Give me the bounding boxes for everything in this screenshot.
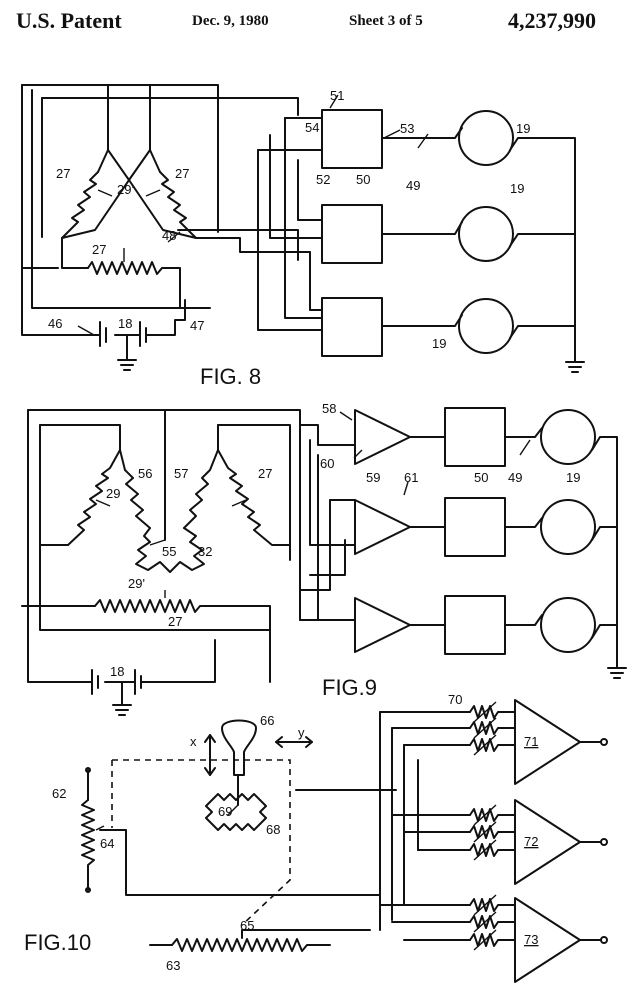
fig9-label-60: 60 — [320, 456, 334, 471]
fig8-label-29prime: 29' — [117, 182, 134, 197]
patent-office-label: U.S. Patent — [16, 8, 122, 33]
fig9-label-55: 55 — [162, 544, 176, 559]
fig10-label-62: 62 — [52, 786, 66, 801]
fig10-label-71: 71 — [524, 734, 538, 749]
fig10-label-66: 66 — [260, 713, 274, 728]
fig8-label-49: 49 — [406, 178, 420, 193]
fig8-label-48: 48 — [162, 228, 176, 243]
fig10-label-64: 64 — [100, 836, 114, 851]
fig10-label-65: 65 — [240, 918, 254, 933]
fig8-title: FIG. 8 — [200, 364, 261, 389]
fig10-label-x: x — [190, 734, 197, 749]
fig9-label-59: 59 — [366, 470, 380, 485]
fig8-label-47: 47 — [190, 318, 204, 333]
fig8-label-52: 52 — [316, 172, 330, 187]
fig10-label-70: 70 — [448, 692, 462, 707]
fig9-label-18: 18 — [110, 664, 124, 679]
fig10-label-68: 68 — [266, 822, 280, 837]
fig8-label-54: 54 — [305, 120, 319, 135]
patent-date: Dec. 9, 1980 — [192, 13, 269, 29]
fig9-label-50: 50 — [474, 470, 488, 485]
fig9-label-27a: 27 — [258, 466, 272, 481]
fig9-label-61: 61 — [404, 470, 418, 485]
fig8-label-18: 18 — [118, 316, 132, 331]
fig9-label-32: 32 — [198, 544, 212, 559]
fig8-label-51: 51 — [330, 88, 344, 103]
sheet-number: Sheet 3 of 5 — [349, 13, 423, 29]
fig8-label-19a: 19 — [516, 121, 530, 136]
fig8-label-53: 53 — [400, 121, 414, 136]
fig8-label-19b: 19 — [510, 181, 524, 196]
fig9-label-29: 29 — [106, 486, 120, 501]
fig10-title: FIG.10 — [24, 930, 91, 955]
fig10-label-69: 69 — [218, 804, 232, 819]
fig8-label-27c: 27 — [92, 242, 106, 257]
fig9-label-57: 57 — [174, 466, 188, 481]
fig10-label-63: 63 — [166, 958, 180, 973]
fig9-label-29prime: 29' — [128, 576, 145, 591]
fig10-diagram — [81, 699, 608, 983]
fig8-label-46: 46 — [48, 316, 62, 331]
fig9-label-58: 58 — [322, 401, 336, 416]
fig9-label-27b: 27 — [168, 614, 182, 629]
fig9-diagram — [21, 407, 627, 716]
fig8-label-19c: 19 — [432, 336, 446, 351]
fig8-diagram — [21, 84, 585, 373]
fig9-label-49: 49 — [508, 470, 522, 485]
patent-number: 4,237,990 — [508, 8, 596, 33]
fig9-label-56: 56 — [138, 466, 152, 481]
fig10-label-73: 73 — [524, 932, 538, 947]
fig8-label-50: 50 — [356, 172, 370, 187]
fig8-label-27b: 27 — [175, 166, 189, 181]
fig9-title: FIG.9 — [322, 675, 377, 700]
fig10-label-y: y — [298, 725, 305, 740]
fig10-label-72: 72 — [524, 834, 538, 849]
fig9-label-19: 19 — [566, 470, 580, 485]
fig8-label-27a: 27 — [56, 166, 70, 181]
